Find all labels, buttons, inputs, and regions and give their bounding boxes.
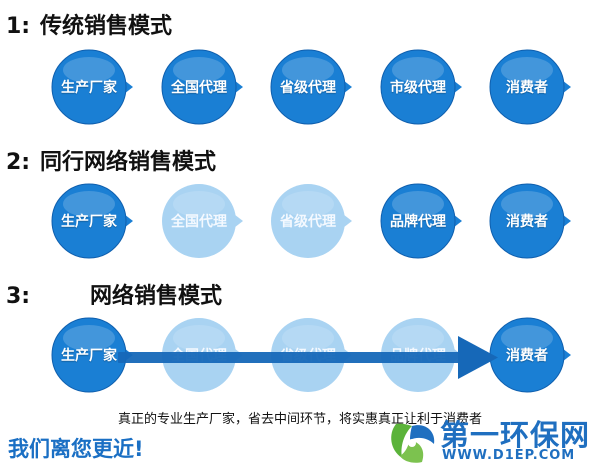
flow-node-bubble — [51, 49, 133, 125]
bubble-highlight — [63, 57, 115, 83]
direct-arrow-head — [458, 336, 498, 379]
bubble-highlight — [282, 191, 334, 217]
section-1-number: 1: — [6, 14, 31, 39]
flow-node-national-agent: 全国代理 — [161, 49, 243, 125]
flow-node-manufacturer: 生产厂家 — [51, 317, 133, 393]
direct-sale-arrow — [118, 336, 498, 379]
flow-row-2: 生产厂家 全国代理 省级代理 品牌代理 消费者 — [0, 183, 600, 268]
direct-arrow-shaft — [118, 352, 470, 363]
bubble-circle — [51, 183, 127, 259]
flow-node-bubble — [51, 183, 133, 259]
bubble-circle — [270, 49, 346, 125]
bubble-highlight — [173, 57, 225, 83]
flow-node-bubble — [270, 49, 352, 125]
node-label: 消费者 — [506, 348, 548, 364]
flow-node-provincial-agent: 省级代理 — [271, 184, 352, 258]
flow-node-manufacturer: 生产厂家 — [51, 183, 133, 259]
bubble-circle — [161, 49, 237, 125]
bubble-highlight — [501, 57, 553, 83]
tagline: 真正的专业生产厂家，省去中间环节，将实惠真正让利于消费者 — [118, 412, 483, 427]
flow-row-3: 生产厂家 全国代理 省级代理 品牌代理 消费者 — [0, 317, 600, 402]
bubble-highlight — [501, 325, 553, 351]
node-label: 市级代理 — [390, 80, 446, 96]
bubble-highlight — [392, 191, 444, 217]
bubble-circle — [489, 49, 565, 125]
bubble-highlight — [173, 325, 225, 351]
flow-node-consumer: 消费者 — [489, 317, 571, 393]
section-3-number: 3: — [6, 284, 31, 309]
flow-row-1: 生产厂家 全国代理 省级代理 市级代理 消费者 — [0, 49, 600, 134]
flow-node-provincial-agent: 省级代理 — [270, 49, 352, 125]
bubble-highlight — [173, 191, 225, 217]
flow-node-consumer: 消费者 — [489, 49, 571, 125]
flow-node-city-agent: 市级代理 — [380, 49, 462, 125]
node-label: 全国代理 — [171, 80, 227, 96]
bubble-highlight — [392, 57, 444, 83]
bubble-highlight — [501, 191, 553, 217]
flow-node-brand-agent: 品牌代理 — [380, 183, 462, 259]
node-label: 省级代理 — [280, 214, 336, 230]
bubble-circle — [489, 183, 565, 259]
section-2-heading: 同行网络销售模式 — [40, 150, 217, 175]
node-label: 消费者 — [506, 80, 548, 96]
node-label: 消费者 — [506, 214, 548, 230]
node-label: 生产厂家 — [61, 348, 117, 364]
leaf-logo-icon — [391, 423, 435, 463]
bubble-circle — [380, 49, 456, 125]
flow-node-bubble — [161, 49, 243, 125]
bubble-highlight — [282, 325, 334, 351]
flow-node-bubble — [380, 183, 462, 259]
bubble-circle — [162, 184, 236, 258]
bubble-highlight — [63, 325, 115, 351]
node-label: 全国代理 — [171, 214, 227, 230]
section-3-heading: 网络销售模式 — [90, 284, 223, 309]
section-1-title: 1: 传统销售模式 — [6, 14, 172, 40]
flow-node-consumer: 消费者 — [489, 183, 571, 259]
node-label: 生产厂家 — [61, 214, 117, 230]
flow-node-bubble — [489, 317, 571, 393]
bubble-circle — [380, 183, 456, 259]
flow-node-manufacturer: 生产厂家 — [51, 49, 133, 125]
flow-node-bubble — [51, 317, 133, 393]
flow-node-national-agent: 全国代理 — [162, 184, 243, 258]
logo-url: WWW.D1EP.COM — [442, 448, 576, 463]
bubble-circle — [51, 49, 127, 125]
brand-logo[interactable]: 第一环保网 WWW.D1EP.COM — [386, 410, 598, 470]
logo-name: 第一环保网 — [440, 418, 591, 452]
flow-node-bubble — [271, 184, 352, 258]
node-label: 省级代理 — [280, 80, 336, 96]
flow-node-bubble — [380, 49, 462, 125]
flow-node-bubble — [162, 184, 243, 258]
section-3-title: 3: 网络销售模式 — [6, 284, 222, 310]
flow-node-bubble — [489, 183, 571, 259]
section-1-heading: 传统销售模式 — [40, 14, 173, 39]
section-2-title: 2: 同行网络销售模式 — [6, 150, 216, 176]
flow-node-bubble — [489, 49, 571, 125]
bubble-circle — [271, 184, 345, 258]
bubble-highlight — [63, 191, 115, 217]
slogan: 我们离您更近! — [8, 437, 144, 461]
node-label: 品牌代理 — [390, 214, 446, 230]
section-2-number: 2: — [6, 150, 31, 175]
node-label: 生产厂家 — [61, 80, 117, 96]
bubble-highlight — [392, 325, 444, 351]
bubble-highlight — [282, 57, 334, 83]
